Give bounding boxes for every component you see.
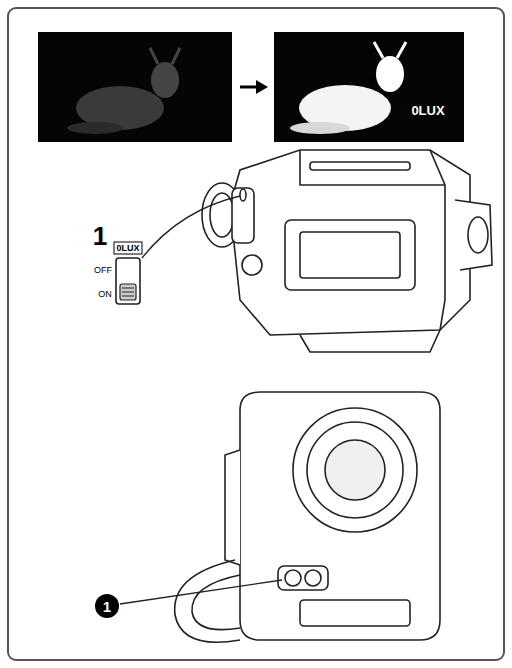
screen-indicator: 0LUX — [411, 104, 444, 117]
callout-circle — [95, 594, 119, 618]
switch-position: OFF — [94, 266, 112, 275]
lux-switch — [116, 258, 140, 304]
callout-number: 1 — [103, 599, 111, 614]
arrow — [240, 86, 258, 89]
camcorder-front — [175, 392, 440, 642]
dark-photo — [38, 32, 232, 142]
bright-photo — [274, 32, 464, 142]
switch-label: 0LUX — [113, 242, 142, 255]
switch-position: ON — [98, 290, 112, 299]
leader-line — [120, 580, 282, 604]
page-frame — [8, 8, 504, 660]
step-number: 1 — [93, 223, 107, 249]
camcorder-side — [202, 150, 492, 352]
leader-line — [142, 196, 240, 258]
arrow-head — [256, 80, 268, 94]
